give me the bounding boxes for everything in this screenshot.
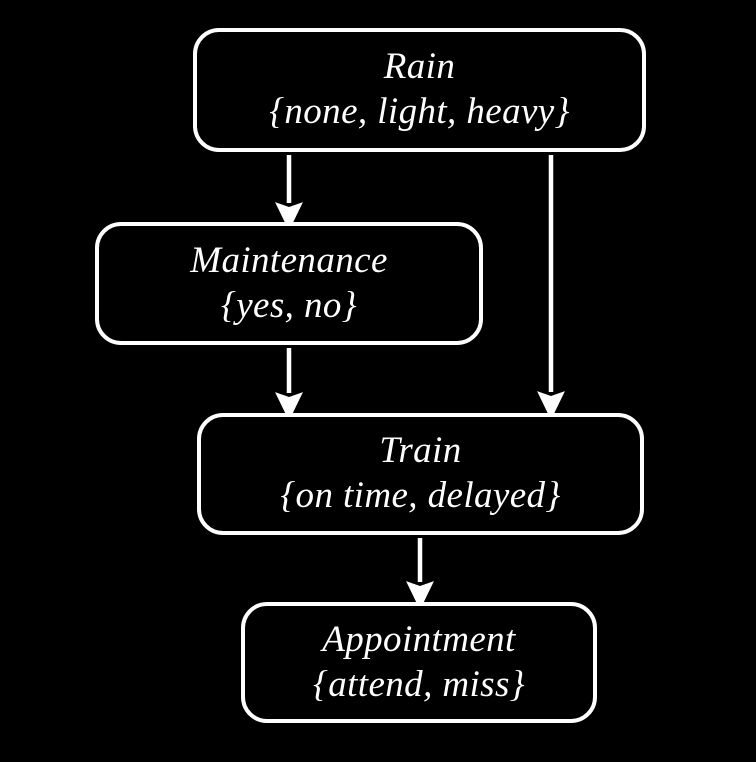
node-appointment-label: Appointment [322, 618, 516, 660]
node-rain[interactable]: Rain {none, light, heavy} [193, 28, 646, 152]
node-maintenance[interactable]: Maintenance {yes, no} [95, 222, 483, 345]
node-rain-label: Rain [383, 46, 456, 88]
node-train[interactable]: Train {on time, delayed} [197, 413, 644, 535]
node-train-label: Train [379, 430, 462, 472]
node-appointment-states: {attend, miss} [313, 663, 525, 705]
node-maintenance-label: Maintenance [190, 239, 388, 281]
node-maintenance-states: {yes, no} [221, 284, 357, 326]
node-rain-states: {none, light, heavy} [269, 91, 570, 132]
node-train-states: {on time, delayed} [280, 475, 561, 516]
node-appointment[interactable]: Appointment {attend, miss} [241, 602, 597, 723]
